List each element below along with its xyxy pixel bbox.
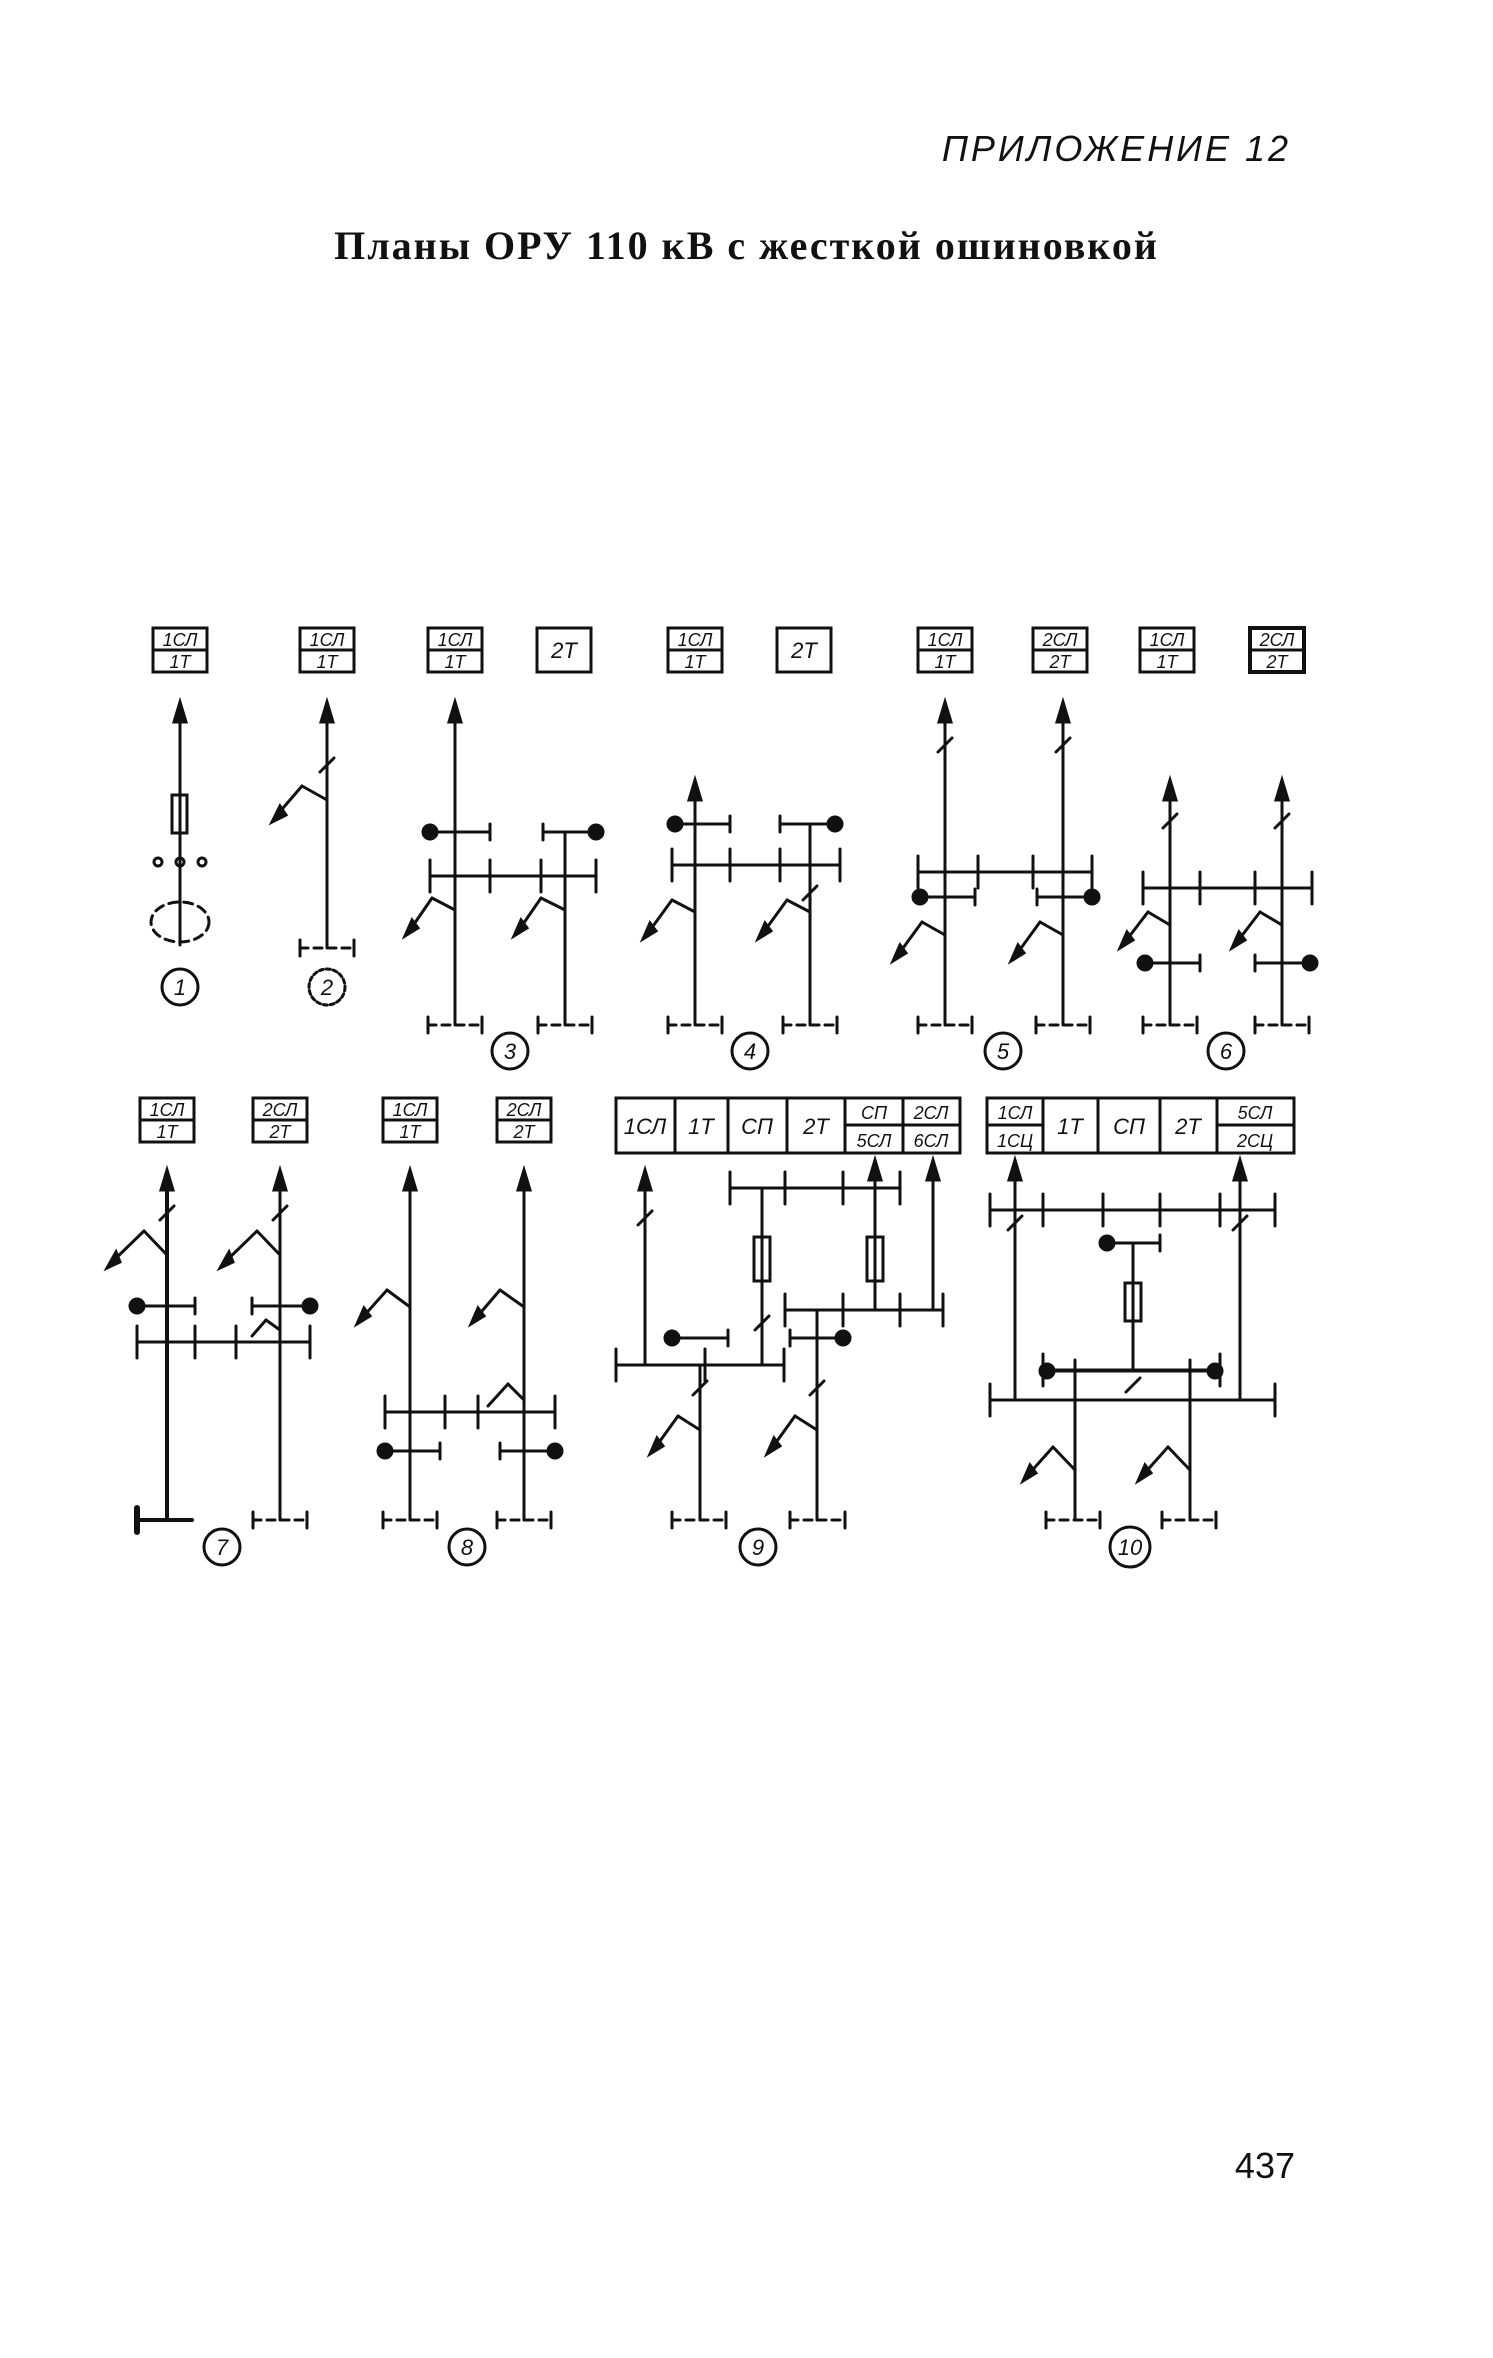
scheme-7-label-1-bottom: 1Т	[156, 1122, 179, 1142]
scheme-6-label-2-top: 2СЛ	[1259, 630, 1295, 650]
scheme-3-number-text: 3	[504, 1039, 517, 1064]
scheme-8-label-2-bottom: 2Т	[512, 1122, 536, 1142]
scheme-10-label-strip: 1СЛ 1СЦ 1Т СП 2Т 5СЛ 2СЦ	[985, 1096, 1296, 1155]
page-number: 437	[1234, 2145, 1295, 2186]
scheme-7-lines	[103, 1164, 319, 1535]
scheme-7-label-2-top: 2СЛ	[262, 1100, 298, 1120]
scheme-7-label-2-bottom: 2Т	[268, 1122, 292, 1142]
scheme-5-label-1-bottom: 1Т	[934, 652, 957, 672]
scheme-4-label-2: 2Т	[775, 626, 833, 674]
scheme-1-line	[149, 696, 211, 947]
scheme-6-lines	[1116, 774, 1319, 1035]
scheme-6-label-1-bottom: 1Т	[1156, 652, 1179, 672]
scheme-3-label-1-top: 1СЛ	[438, 630, 473, 650]
scheme-6-label-2: 2СЛ 2Т	[1248, 626, 1306, 674]
scheme-6-label-1-top: 1СЛ	[1150, 630, 1185, 650]
scheme-6-number-text: 6	[1220, 1039, 1233, 1064]
scheme-8-label-2-top: 2СЛ	[506, 1100, 542, 1120]
scheme-3-label-1: 1СЛ 1Т	[426, 626, 484, 674]
scheme-2-number: 2	[307, 967, 347, 1007]
scheme-8-label-2: 2СЛ 2Т	[495, 1096, 553, 1144]
scheme-5-label-2-top: 2СЛ	[1042, 630, 1078, 650]
scheme-8-label-1-bottom: 1Т	[399, 1122, 422, 1142]
scheme-4-number-text: 4	[744, 1039, 756, 1064]
scheme-4-label-1-top: 1СЛ	[678, 630, 713, 650]
scheme-3-label-2-text: 2Т	[550, 638, 578, 663]
scheme-9-number-text: 9	[752, 1535, 764, 1560]
scheme-2-label-top: 1СЛ	[310, 630, 345, 650]
scheme-9-number: 9	[738, 1527, 778, 1567]
scheme-10-number: 10	[1108, 1525, 1152, 1569]
scheme-10-label-1-bottom: 1СЦ	[997, 1131, 1033, 1151]
scheme-2-line	[268, 696, 356, 958]
appendix-heading: ПРИЛОЖЕНИЕ 12	[941, 128, 1291, 169]
scheme-1-label-top: 1СЛ	[163, 630, 198, 650]
scheme-7-label-1-top: 1СЛ	[150, 1100, 185, 1120]
page-title: Планы ОРУ 110 кВ с жесткой ошиновкой	[334, 223, 1159, 268]
scheme-5-label-2-bottom: 2Т	[1048, 652, 1072, 672]
scheme-1-label-bottom: 1Т	[169, 652, 192, 672]
scheme-9-label-5-bottom: 5СЛ	[857, 1131, 892, 1151]
scheme-5-label-2: 2СЛ 2Т	[1031, 626, 1089, 674]
scheme-5-lines	[889, 696, 1101, 1035]
scheme-7-label-2: 2СЛ 2Т	[251, 1096, 309, 1144]
scheme-9-label-strip: 1СЛ 1Т СП 2Т СП 5СЛ 2СЛ 6СЛ	[614, 1096, 962, 1155]
scheme-9-label-6-top: 2СЛ	[913, 1103, 949, 1123]
scheme-8-label-1: 1СЛ 1Т	[381, 1096, 439, 1144]
scheme-7-number-text: 7	[216, 1535, 229, 1560]
scheme-9-label-2: 1Т	[688, 1114, 715, 1139]
scheme-8-number: 8	[447, 1527, 487, 1567]
scheme-4-label-2-text: 2Т	[790, 638, 818, 663]
scheme-1-label: 1СЛ 1Т	[151, 626, 209, 674]
scheme-10-label-5-bottom: 2СЦ	[1236, 1131, 1273, 1151]
scheme-9-label-5-top: СП	[861, 1103, 888, 1123]
scheme-9-label-6-bottom: 6СЛ	[914, 1131, 949, 1151]
scheme-4-number: 4	[730, 1031, 770, 1071]
scheme-5-number: 5	[983, 1031, 1023, 1071]
scheme-8-label-1-top: 1СЛ	[393, 1100, 428, 1120]
scheme-3-number: 3	[490, 1031, 530, 1071]
scheme-10-number-text: 10	[1118, 1535, 1143, 1560]
scheme-10-lines	[988, 1154, 1277, 1530]
scheme-8-lines	[353, 1164, 564, 1530]
scheme-6-label-2-bottom: 2Т	[1265, 652, 1289, 672]
scheme-10-label-3: СП	[1113, 1114, 1145, 1139]
scheme-4-label-1: 1СЛ 1Т	[666, 626, 724, 674]
scheme-9-label-1: 1СЛ	[624, 1114, 667, 1139]
scheme-2-label-bottom: 1Т	[316, 652, 339, 672]
scheme-4-lines	[639, 774, 844, 1035]
scheme-10-label-5-top: 5СЛ	[1238, 1103, 1273, 1123]
scheme-2-label: 1СЛ 1Т	[298, 626, 356, 674]
scheme-6-number: 6	[1206, 1031, 1246, 1071]
scheme-1-number: 1	[160, 967, 200, 1007]
scheme-3-label-1-bottom: 1Т	[444, 652, 467, 672]
scheme-5-label-1: 1СЛ 1Т	[916, 626, 974, 674]
scheme-6-label-1: 1СЛ 1Т	[1138, 626, 1196, 674]
scheme-8-number-text: 8	[461, 1535, 474, 1560]
scheme-2-number-text: 2	[320, 975, 333, 1000]
scheme-3-label-2: 2Т	[535, 626, 593, 674]
scheme-7-label-1: 1СЛ 1Т	[138, 1096, 196, 1144]
scheme-5-number-text: 5	[997, 1039, 1010, 1064]
scheme-10-label-1-top: 1СЛ	[998, 1103, 1033, 1123]
scheme-4-label-1-bottom: 1Т	[684, 652, 707, 672]
scheme-10-label-4: 2Т	[1174, 1114, 1202, 1139]
scheme-9-label-4: 2Т	[802, 1114, 830, 1139]
scheme-9-label-3: СП	[741, 1114, 773, 1139]
scheme-9-lines	[614, 1154, 945, 1530]
scheme-1-number-text: 1	[174, 975, 186, 1000]
scheme-3-lines	[401, 696, 605, 1035]
scheme-5-label-1-top: 1СЛ	[928, 630, 963, 650]
scheme-7-number: 7	[202, 1527, 242, 1567]
scheme-10-label-2: 1Т	[1057, 1114, 1084, 1139]
